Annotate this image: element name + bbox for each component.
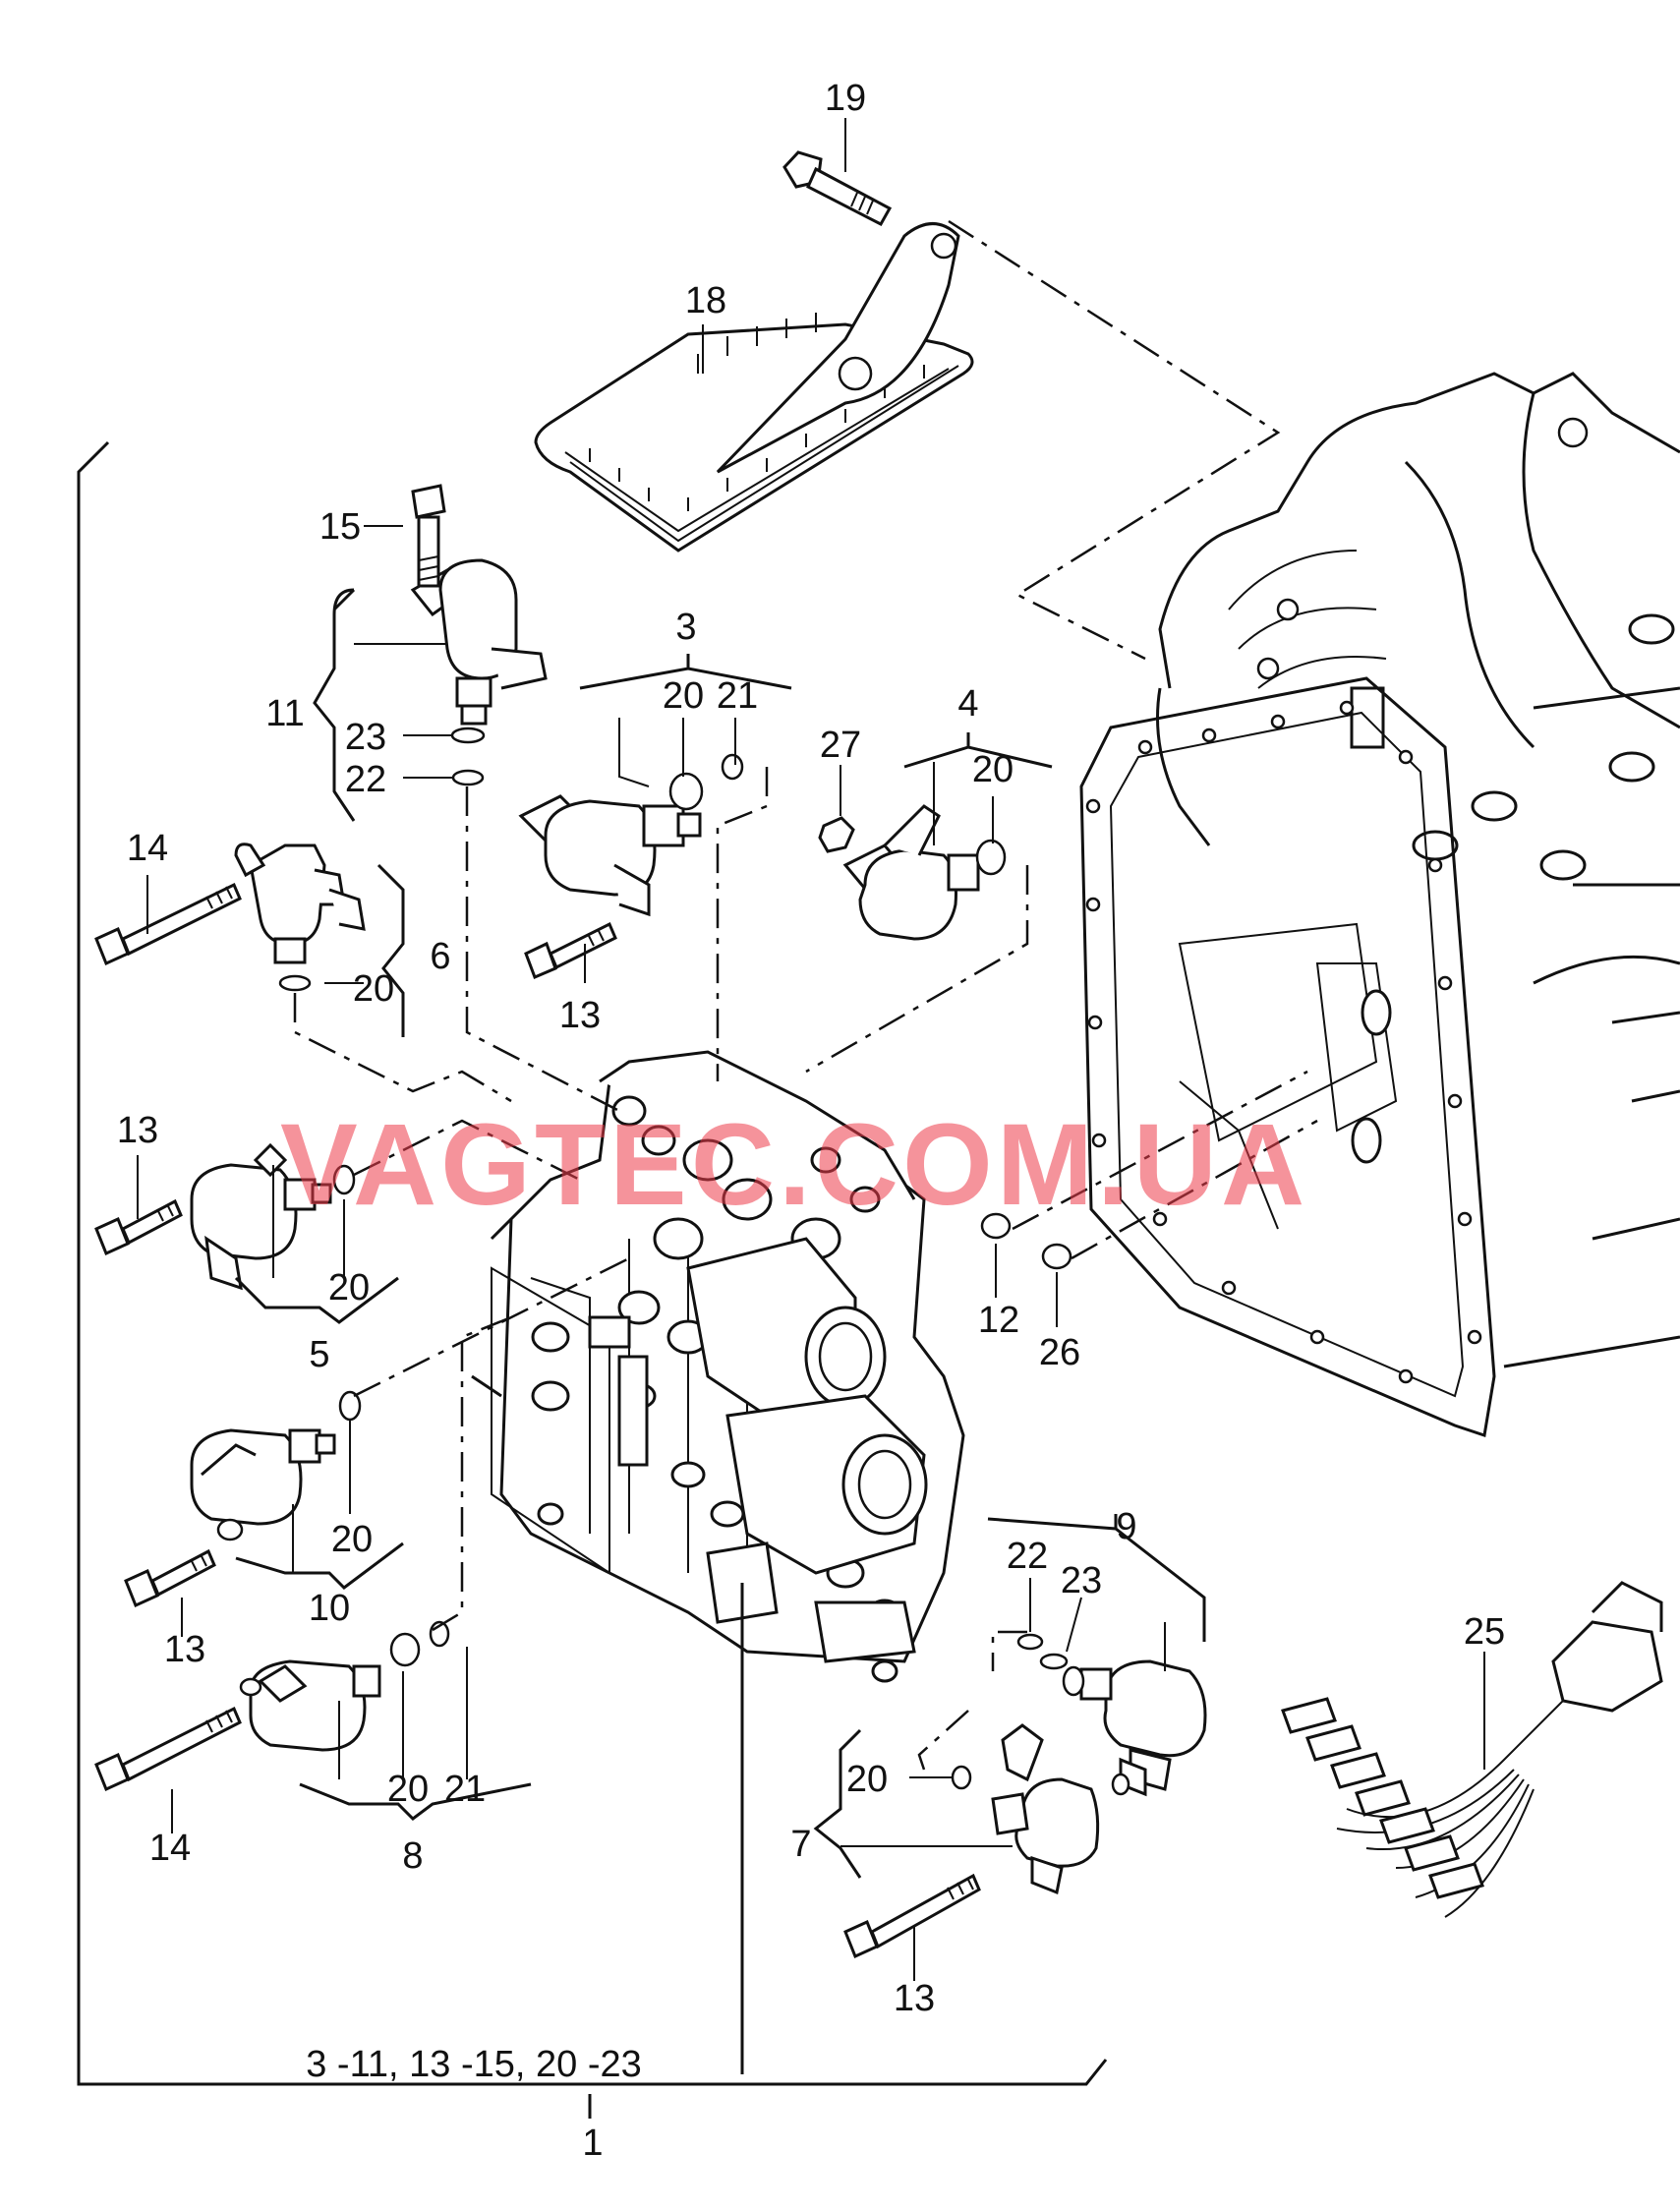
bolt-13-a bbox=[524, 921, 617, 979]
callout-3: 3 bbox=[675, 607, 696, 648]
bolt-14-lower bbox=[94, 1706, 242, 1792]
watermark-text: VAGTEC.COM.UA bbox=[280, 1100, 1308, 1230]
solenoid-valve-7 bbox=[951, 1723, 1130, 1895]
housing-pan-flange bbox=[1079, 676, 1496, 1437]
wiring-harness bbox=[1281, 1581, 1663, 1918]
callout-21-a: 21 bbox=[717, 675, 758, 717]
oil-pan-filter bbox=[534, 222, 974, 552]
bolt-14-upper bbox=[94, 882, 242, 966]
callout-11: 11 bbox=[265, 693, 304, 734]
callout-13-b: 13 bbox=[117, 1110, 158, 1151]
solenoid-valve-3 bbox=[518, 753, 744, 917]
callout-20-f: 20 bbox=[846, 1759, 888, 1800]
callout-6: 6 bbox=[430, 936, 450, 977]
callout-13-d: 13 bbox=[894, 1978, 935, 2019]
bolt-15 bbox=[411, 484, 446, 588]
solenoid-valve-9 bbox=[1016, 1633, 1207, 1797]
callout-20-a: 20 bbox=[663, 675, 704, 717]
callout-20-g: 20 bbox=[387, 1769, 429, 1810]
bolt-13-c bbox=[124, 1548, 216, 1608]
callout-23-b: 23 bbox=[1061, 1560, 1102, 1601]
bolt-13-b bbox=[94, 1198, 183, 1256]
alignment-lines bbox=[293, 219, 1318, 1771]
callout-22-a: 22 bbox=[345, 759, 386, 800]
callout-26: 26 bbox=[1039, 1332, 1080, 1373]
callout-21-b: 21 bbox=[444, 1769, 486, 1810]
callout-15: 15 bbox=[319, 506, 361, 548]
callout-13-a: 13 bbox=[559, 995, 601, 1036]
leader-lines bbox=[137, 118, 1485, 1981]
callout-14-a: 14 bbox=[127, 828, 168, 869]
callout-20-e: 20 bbox=[331, 1519, 373, 1560]
solenoid-valve-4 bbox=[818, 804, 1007, 941]
harness-connectors bbox=[1281, 1697, 1484, 1899]
callout-14-b: 14 bbox=[149, 1828, 191, 1869]
callout-10: 10 bbox=[309, 1588, 350, 1629]
callout-23-a: 23 bbox=[345, 717, 386, 758]
callout-27: 27 bbox=[820, 725, 861, 766]
pan-ribs bbox=[589, 313, 925, 511]
seal-ring-12 bbox=[980, 1212, 1012, 1240]
callout-22-b: 22 bbox=[1007, 1536, 1048, 1577]
callout-labels: 19 18 15 3 20 21 11 23 22 4 27 20 14 6 2… bbox=[117, 78, 1505, 2164]
callout-9: 9 bbox=[1116, 1506, 1136, 1547]
solenoid-valve-6 bbox=[234, 843, 366, 992]
flange-bolt-holes bbox=[1085, 700, 1482, 1384]
callout-12: 12 bbox=[978, 1300, 1019, 1341]
callout-19: 19 bbox=[825, 78, 866, 119]
bolt-19 bbox=[782, 150, 893, 226]
callout-13-c: 13 bbox=[164, 1629, 205, 1670]
callout-5: 5 bbox=[309, 1334, 329, 1375]
solenoid-valve-8 bbox=[239, 1620, 450, 1752]
bolt-13-d bbox=[843, 1873, 981, 1959]
group-brackets bbox=[77, 440, 1206, 2119]
callout-1: 1 bbox=[582, 2123, 603, 2164]
callout-20-c: 20 bbox=[353, 968, 394, 1010]
solenoid-valve-11 bbox=[410, 558, 548, 786]
callout-4: 4 bbox=[957, 683, 978, 725]
callout-25: 25 bbox=[1464, 1611, 1505, 1653]
transmission-housing bbox=[1156, 372, 1680, 1368]
callout-20-b: 20 bbox=[972, 749, 1014, 790]
valve-body bbox=[471, 1050, 965, 1683]
callout-7: 7 bbox=[790, 1824, 811, 1865]
callout-8: 8 bbox=[402, 1835, 423, 1877]
group-range-note: 3 -11, 13 -15, 20 -23 bbox=[306, 2044, 642, 2085]
callout-20-d: 20 bbox=[328, 1267, 370, 1309]
seal-ring-26 bbox=[1041, 1243, 1072, 1270]
solenoid-valve-10 bbox=[190, 1390, 362, 1541]
callout-18: 18 bbox=[685, 280, 726, 321]
solenoid-valve-5 bbox=[190, 1142, 356, 1291]
